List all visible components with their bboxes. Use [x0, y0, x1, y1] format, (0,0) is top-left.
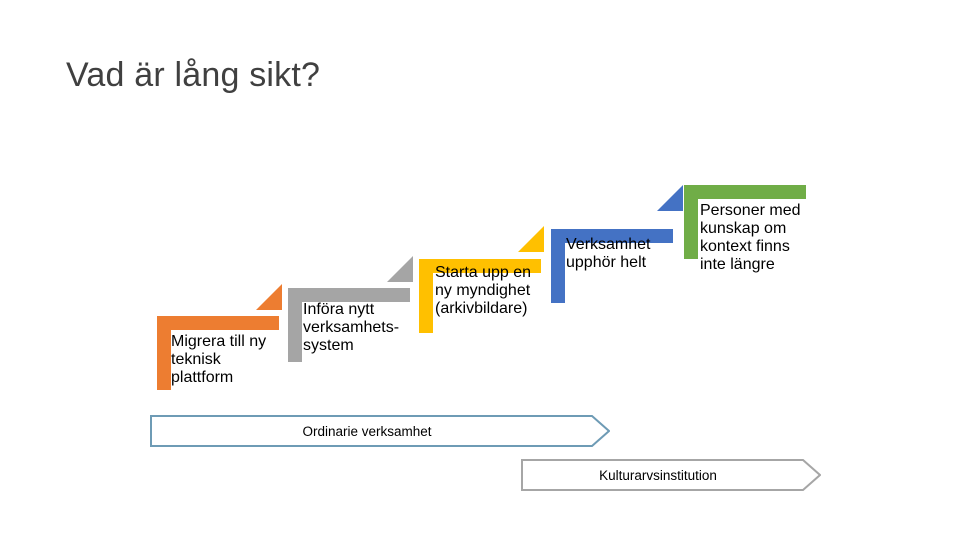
stair-step-migrera-till-ny-teknisk-plattform[interactable] [157, 316, 279, 390]
step-side-bar [684, 185, 698, 259]
stair-step-label-verksamhet-upphor-helt: Verksamhet upphör helt [566, 236, 651, 271]
banner-arrow-kulturarvsinstitution[interactable]: Kulturarvsinstitution [521, 459, 821, 491]
step-arrowhead-icon-2 [387, 256, 413, 282]
step-top-bar [157, 316, 279, 330]
banner-label-kulturarvsinstitution: Kulturarvsinstitution [599, 467, 717, 483]
stair-step-label-personer-med-kunskap-om-kontext: Personer med kunskap om kontext finns in… [700, 202, 801, 273]
page-title: Vad är lång sikt? [66, 56, 321, 94]
step-top-bar [551, 229, 673, 243]
step-side-bar [288, 288, 302, 362]
stair-step-starta-upp-en-ny-myndighet[interactable] [419, 259, 541, 333]
step-top-bar [288, 288, 410, 302]
step-arrowhead-icon-3 [518, 226, 544, 252]
stair-step-personer-med-kunskap-om-kontext[interactable] [684, 185, 806, 259]
step-top-bar [419, 259, 541, 273]
stair-step-label-migrera-till-ny-teknisk-plattform: Migrera till ny teknisk plattform [171, 333, 267, 386]
banner-arrow-shape [521, 459, 821, 491]
stair-step-label-starta-upp-en-ny-myndighet: Starta upp en ny myndighet (arkivbildare… [435, 264, 532, 317]
stair-step-label-infora-nytt-verksamhetssystem: Införa nytt verksamhets- system [303, 301, 400, 354]
stair-step-verksamhet-upphor-helt[interactable] [551, 229, 673, 303]
step-side-bar [157, 316, 171, 390]
step-top-bar [684, 185, 806, 199]
banner-label-ordinarie-verksamhet: Ordinarie verksamhet [302, 423, 432, 439]
step-side-bar [551, 229, 565, 303]
step-arrowhead-icon-4 [657, 185, 683, 211]
banner-arrow-shape [150, 415, 610, 447]
banner-arrow-ordinarie-verksamhet[interactable]: Ordinarie verksamhet [150, 415, 610, 447]
step-arrowhead-icon-1 [256, 284, 282, 310]
stair-step-infora-nytt-verksamhetssystem[interactable] [288, 288, 410, 362]
step-side-bar [419, 259, 433, 333]
